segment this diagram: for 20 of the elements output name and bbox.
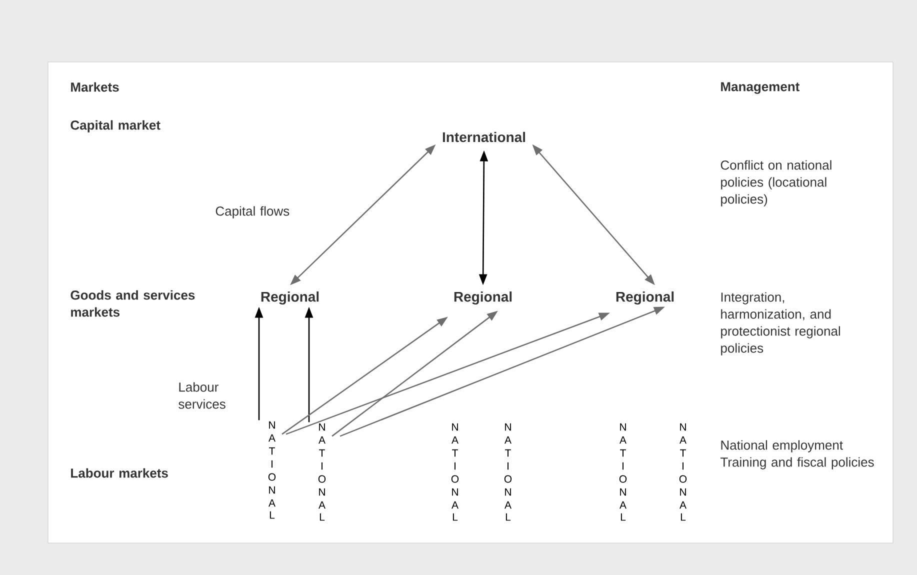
note-text: Capital flows bbox=[216, 206, 290, 218]
level-label: International bbox=[442, 132, 526, 142]
vertical-label: NATIONAL bbox=[619, 423, 627, 521]
heading: Goods and services markets bbox=[70, 290, 195, 317]
note-text: Conflict on national policies (locational policies) bbox=[720, 160, 832, 206]
heading: Capital market bbox=[70, 120, 160, 132]
vertical-label: NATIONAL bbox=[679, 423, 687, 521]
heading: Labour markets bbox=[71, 468, 168, 478]
vertical-label: NATIONAL bbox=[318, 423, 326, 521]
heading: Management bbox=[721, 82, 800, 94]
vertical-label: NATIONAL bbox=[451, 423, 459, 521]
note-text: National employment Training and fiscal policies bbox=[720, 440, 874, 470]
level-label: Regional bbox=[616, 291, 674, 305]
level-label: Regional bbox=[261, 291, 319, 305]
vertical-label: NATIONAL bbox=[504, 423, 512, 521]
note-text: Integration, harmonization, and protectionist regional policies bbox=[721, 292, 840, 356]
level-label: Regional bbox=[454, 291, 512, 305]
vertical-label: NATIONAL bbox=[268, 421, 276, 519]
note-text: Labour services bbox=[178, 382, 226, 409]
heading: Markets bbox=[71, 82, 119, 92]
